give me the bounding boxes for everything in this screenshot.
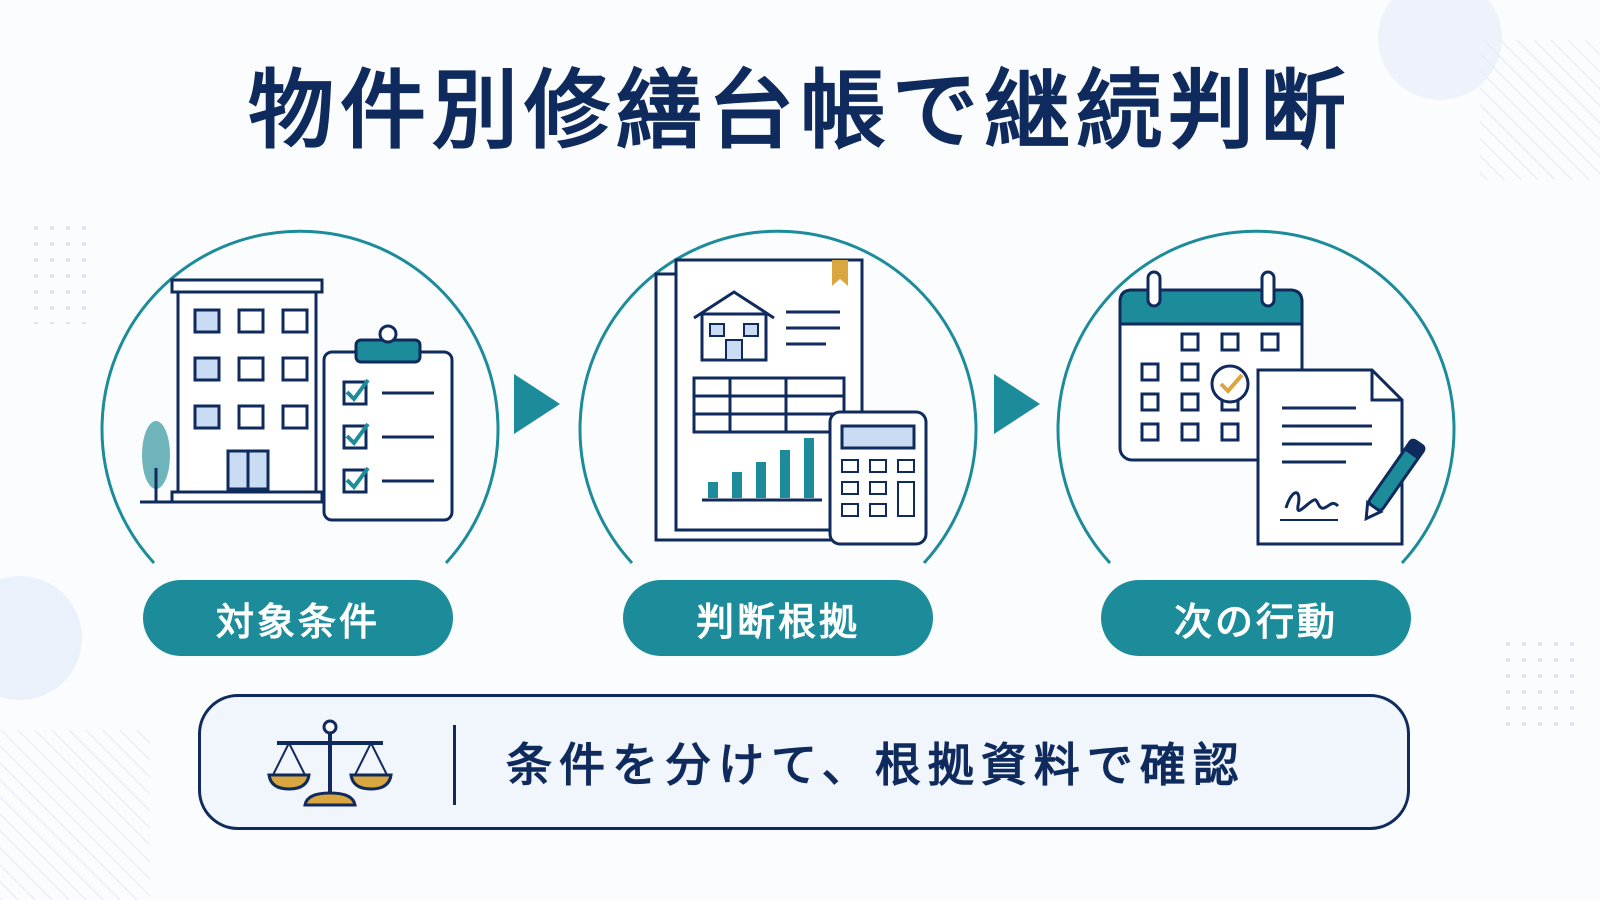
balance-scale-icon: [267, 719, 393, 807]
banner-text: 条件を分けて、根拠資料で確認: [506, 738, 1246, 792]
page-title: 物件別修繕台帳で継続判断: [248, 61, 1352, 161]
building-checklist-icon: [100, 229, 500, 565]
calendar-contract-icon: [1056, 229, 1456, 565]
step-label: 判断根拠: [623, 580, 933, 656]
summary-banner: 条件を分けて、根拠資料で確認: [198, 694, 1410, 830]
step-decision-basis: 判断根拠: [578, 208, 978, 658]
step-target-conditions: 対象条件: [100, 208, 500, 658]
banner-divider: [453, 725, 456, 805]
step-label: 対象条件: [143, 580, 453, 656]
document-calculator-icon: [578, 229, 978, 565]
arrow-right-icon: [994, 374, 1040, 434]
arrow-right-icon: [514, 374, 560, 434]
step-next-action: 次の行動: [1056, 208, 1456, 658]
step-label: 次の行動: [1101, 580, 1411, 656]
